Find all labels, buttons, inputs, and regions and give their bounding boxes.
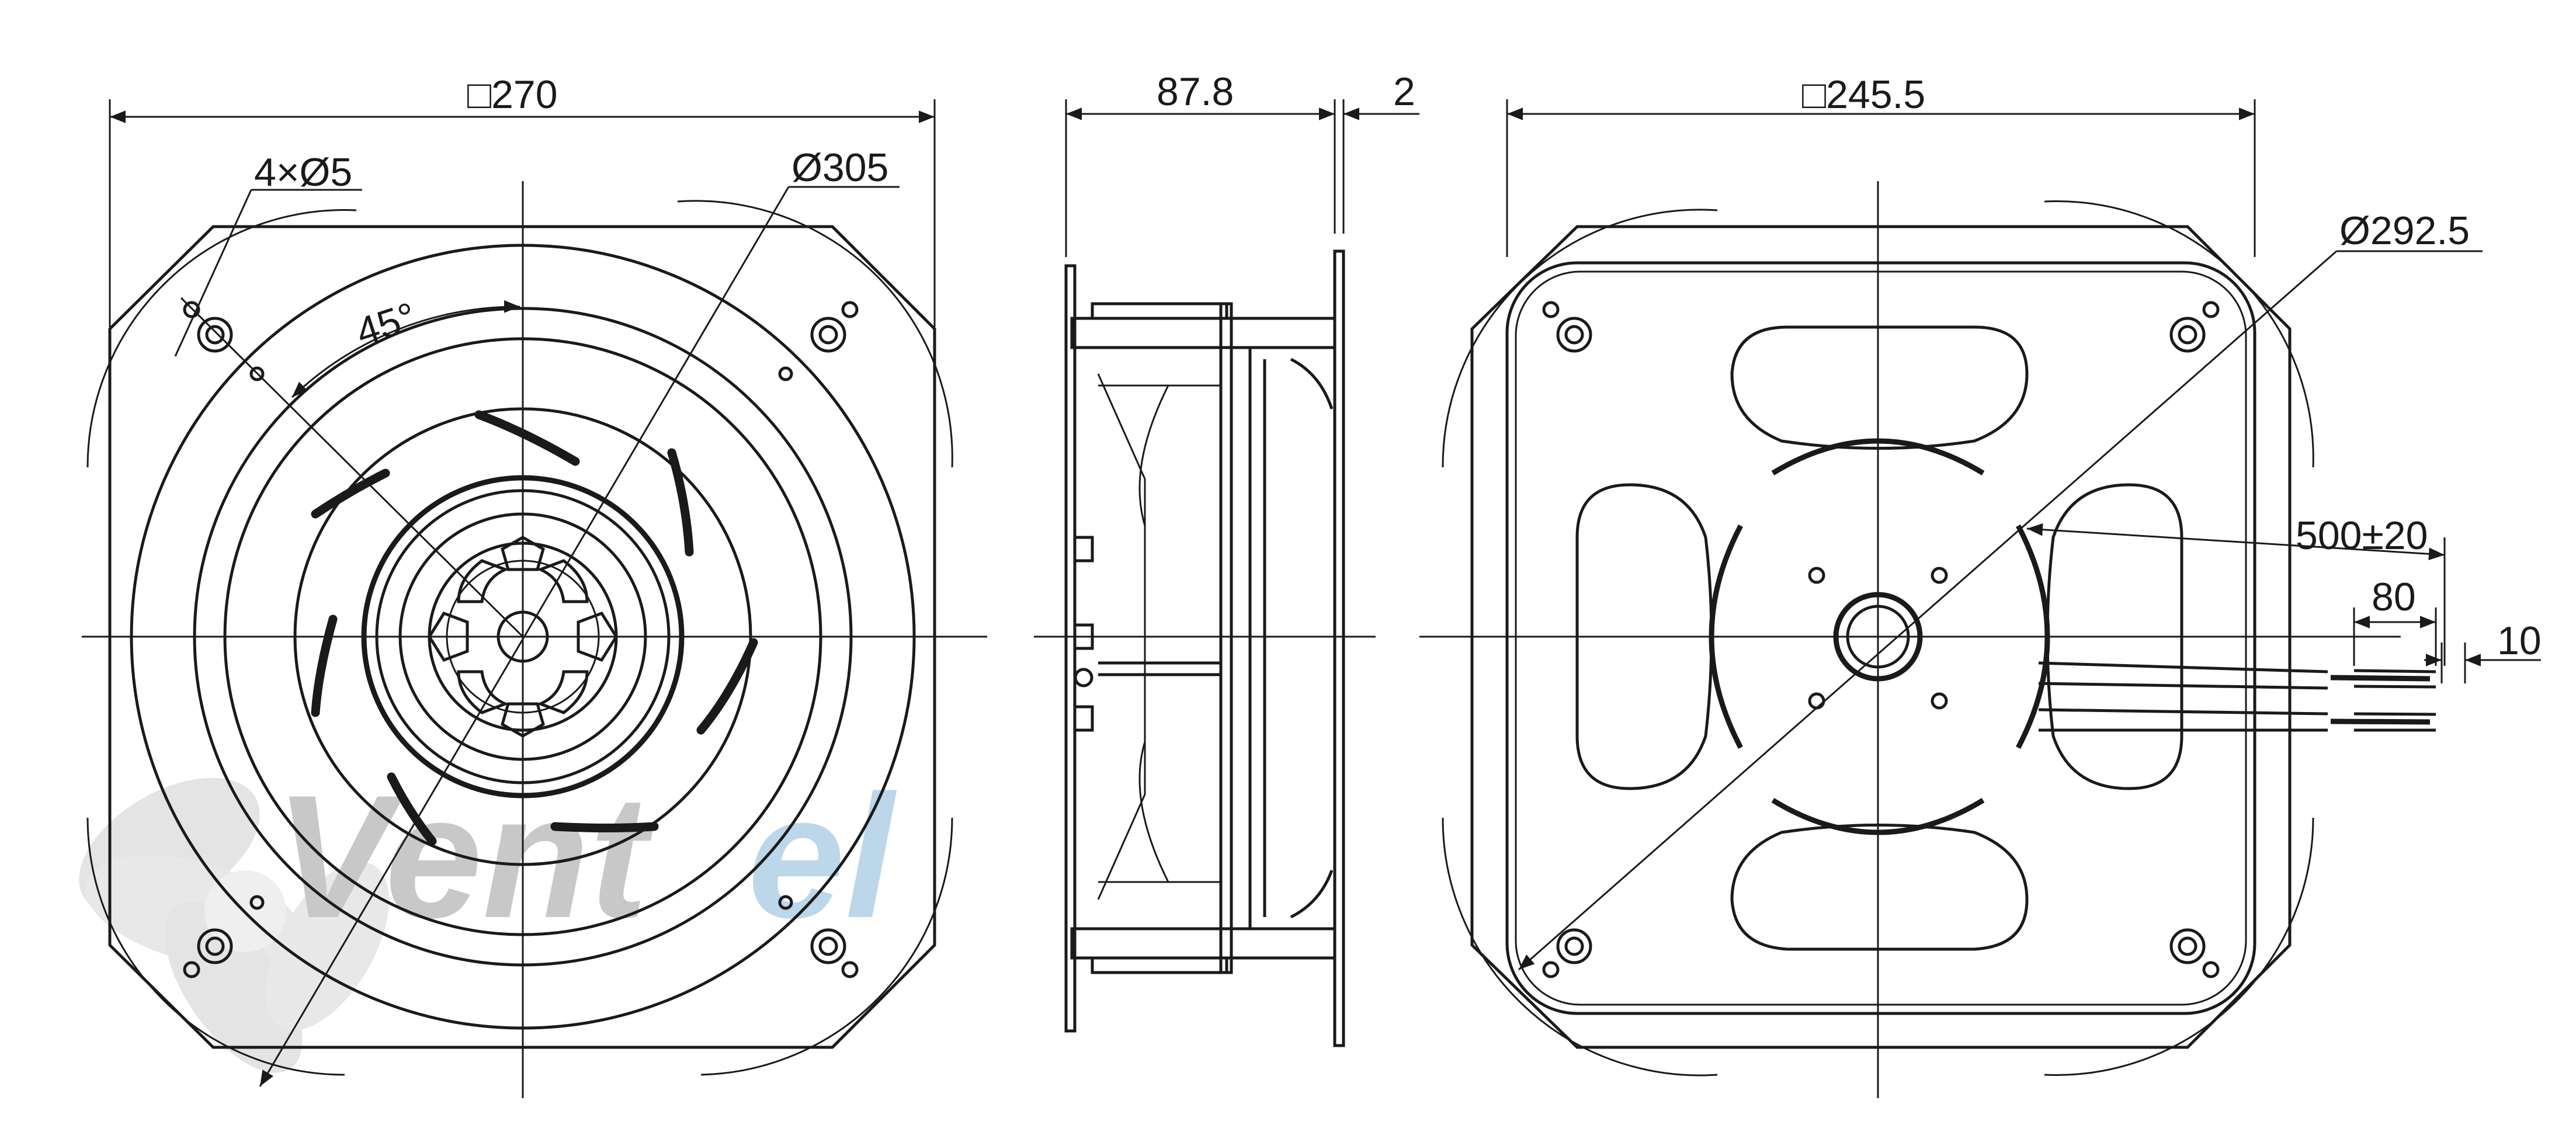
dim-front-width: □270 [467, 72, 558, 117]
front-view: □270 4×Ø5 Ø305 45° [82, 72, 987, 1098]
rear-hub [1833, 592, 1923, 682]
impeller-outer-ring [130, 244, 916, 1030]
dim-depth: 87.8 [1157, 70, 1234, 114]
dim-rear-width: □245.5 [1802, 72, 1925, 117]
dim-strip-length: 80 [2372, 575, 2416, 619]
impeller-blades [311, 410, 758, 846]
rear-mounting-holes [1542, 301, 2220, 978]
watermark-text-el: el [748, 758, 897, 954]
side-view: 87.8 2 [1034, 70, 1419, 1047]
dim-hole-angle: 45° [350, 294, 421, 355]
front-mounting-holes [183, 301, 859, 978]
side-flange [1333, 249, 1345, 1047]
front-housing-outline [108, 225, 936, 1049]
dim-wire-strip: 10 [2497, 619, 2542, 663]
power-cables [2038, 661, 2436, 732]
dim-cable-length: 500±20 [2296, 513, 2428, 558]
dim-hole-spec: 4×Ø5 [254, 150, 352, 195]
dim-impeller-diameter: Ø305 [791, 145, 888, 190]
dim-rear-diameter: Ø292.5 [2339, 209, 2470, 253]
rear-spoke-openings [1575, 325, 2183, 951]
dim-flange-thickness: 2 [1393, 70, 1415, 114]
hub-vents [428, 536, 618, 738]
rear-view: Ø292.5 □245.5 500±20 80 [1419, 72, 2542, 1098]
